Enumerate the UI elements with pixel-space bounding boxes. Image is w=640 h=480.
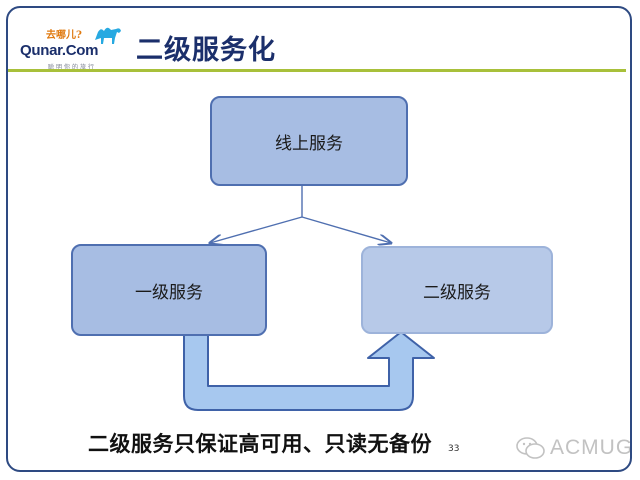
flow-arrow-level1-to-level2 <box>183 331 435 411</box>
node-level1-service: 一级服务 <box>71 244 267 336</box>
title-underline <box>8 69 626 72</box>
watermark-text: ACMUG <box>550 436 632 459</box>
connector-to-level1 <box>210 216 303 243</box>
logo-wordmark: Qunar.Com <box>20 42 99 59</box>
slide: 去哪儿? Qunar.Com 聪明你的旅行 二级服务化 线上服务 一级服务 二级… <box>6 6 632 472</box>
diagram-connectors <box>183 186 435 411</box>
logo-slogan: 聪明你的旅行 <box>48 64 97 71</box>
node-online-service: 线上服务 <box>210 96 408 186</box>
logo-chinese-text: 去哪儿? <box>46 30 82 41</box>
connector-to-level2 <box>301 216 391 243</box>
node-online-service-label: 线上服务 <box>275 133 343 154</box>
node-level1-service-label: 一级服务 <box>135 282 203 303</box>
wechat-icon <box>516 437 545 459</box>
camel-icon <box>95 27 121 44</box>
watermark: ACMUG <box>516 436 632 460</box>
page-number: 33 <box>448 444 460 454</box>
node-level2-service: 二级服务 <box>361 246 553 334</box>
node-level2-service-label: 二级服务 <box>423 282 491 303</box>
diagram-caption: 二级服务只保证高可用、只读无备份 <box>88 432 432 456</box>
qunar-logo: 去哪儿? Qunar.Com 聪明你的旅行 <box>16 22 134 76</box>
slide-title: 二级服务化 <box>136 35 276 66</box>
